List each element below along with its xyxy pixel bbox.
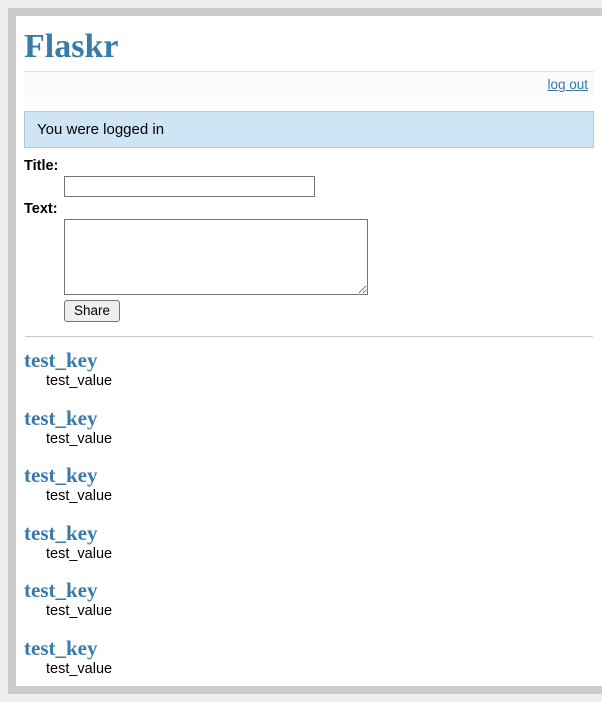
- entry-title: test_key: [24, 520, 98, 545]
- entry-item: test_key test_value: [24, 349, 594, 390]
- title-field-wrapper: [64, 176, 594, 198]
- entry-title: test_key: [24, 635, 98, 660]
- page-content: Flaskr log out You were logged in Title:…: [24, 16, 594, 686]
- navbar: log out: [24, 71, 594, 98]
- entry-item: test_key test_value: [24, 637, 594, 678]
- add-entry-fields: Title: Text: Share: [24, 158, 594, 323]
- entry-item: test_key test_value: [24, 522, 594, 563]
- entry-body: test_value: [46, 660, 113, 677]
- entry-item: test_key test_value: [24, 579, 594, 620]
- text-input[interactable]: [64, 219, 368, 296]
- page-title: Flaskr: [24, 28, 119, 65]
- entry-item: test_key test_value: [24, 407, 594, 448]
- add-entry-form: Title: Text: Share: [24, 158, 594, 323]
- entry-body: test_value: [46, 545, 113, 562]
- share-button[interactable]: Share: [64, 300, 121, 323]
- text-field-wrapper: Share: [64, 219, 594, 323]
- entry-title: test_key: [24, 348, 98, 373]
- entry-body: test_value: [46, 430, 113, 447]
- title-label: Title:: [24, 158, 59, 175]
- title-input[interactable]: [64, 176, 315, 198]
- entry-body: test_value: [46, 373, 113, 390]
- entry-item: test_key test_value: [24, 464, 594, 505]
- page-frame: Flaskr log out You were logged in Title:…: [8, 8, 602, 694]
- flash-message: You were logged in: [24, 111, 594, 149]
- entry-title: test_key: [24, 463, 98, 488]
- entry-title: test_key: [24, 578, 98, 603]
- entries-divider: [25, 336, 593, 338]
- entry-body: test_value: [46, 488, 113, 505]
- entry-body: test_value: [46, 603, 113, 620]
- logout-link[interactable]: log out: [547, 77, 588, 93]
- entry-title: test_key: [24, 405, 98, 430]
- entries-list: test_key test_value test_key test_value …: [24, 349, 594, 678]
- text-label: Text:: [24, 201, 58, 218]
